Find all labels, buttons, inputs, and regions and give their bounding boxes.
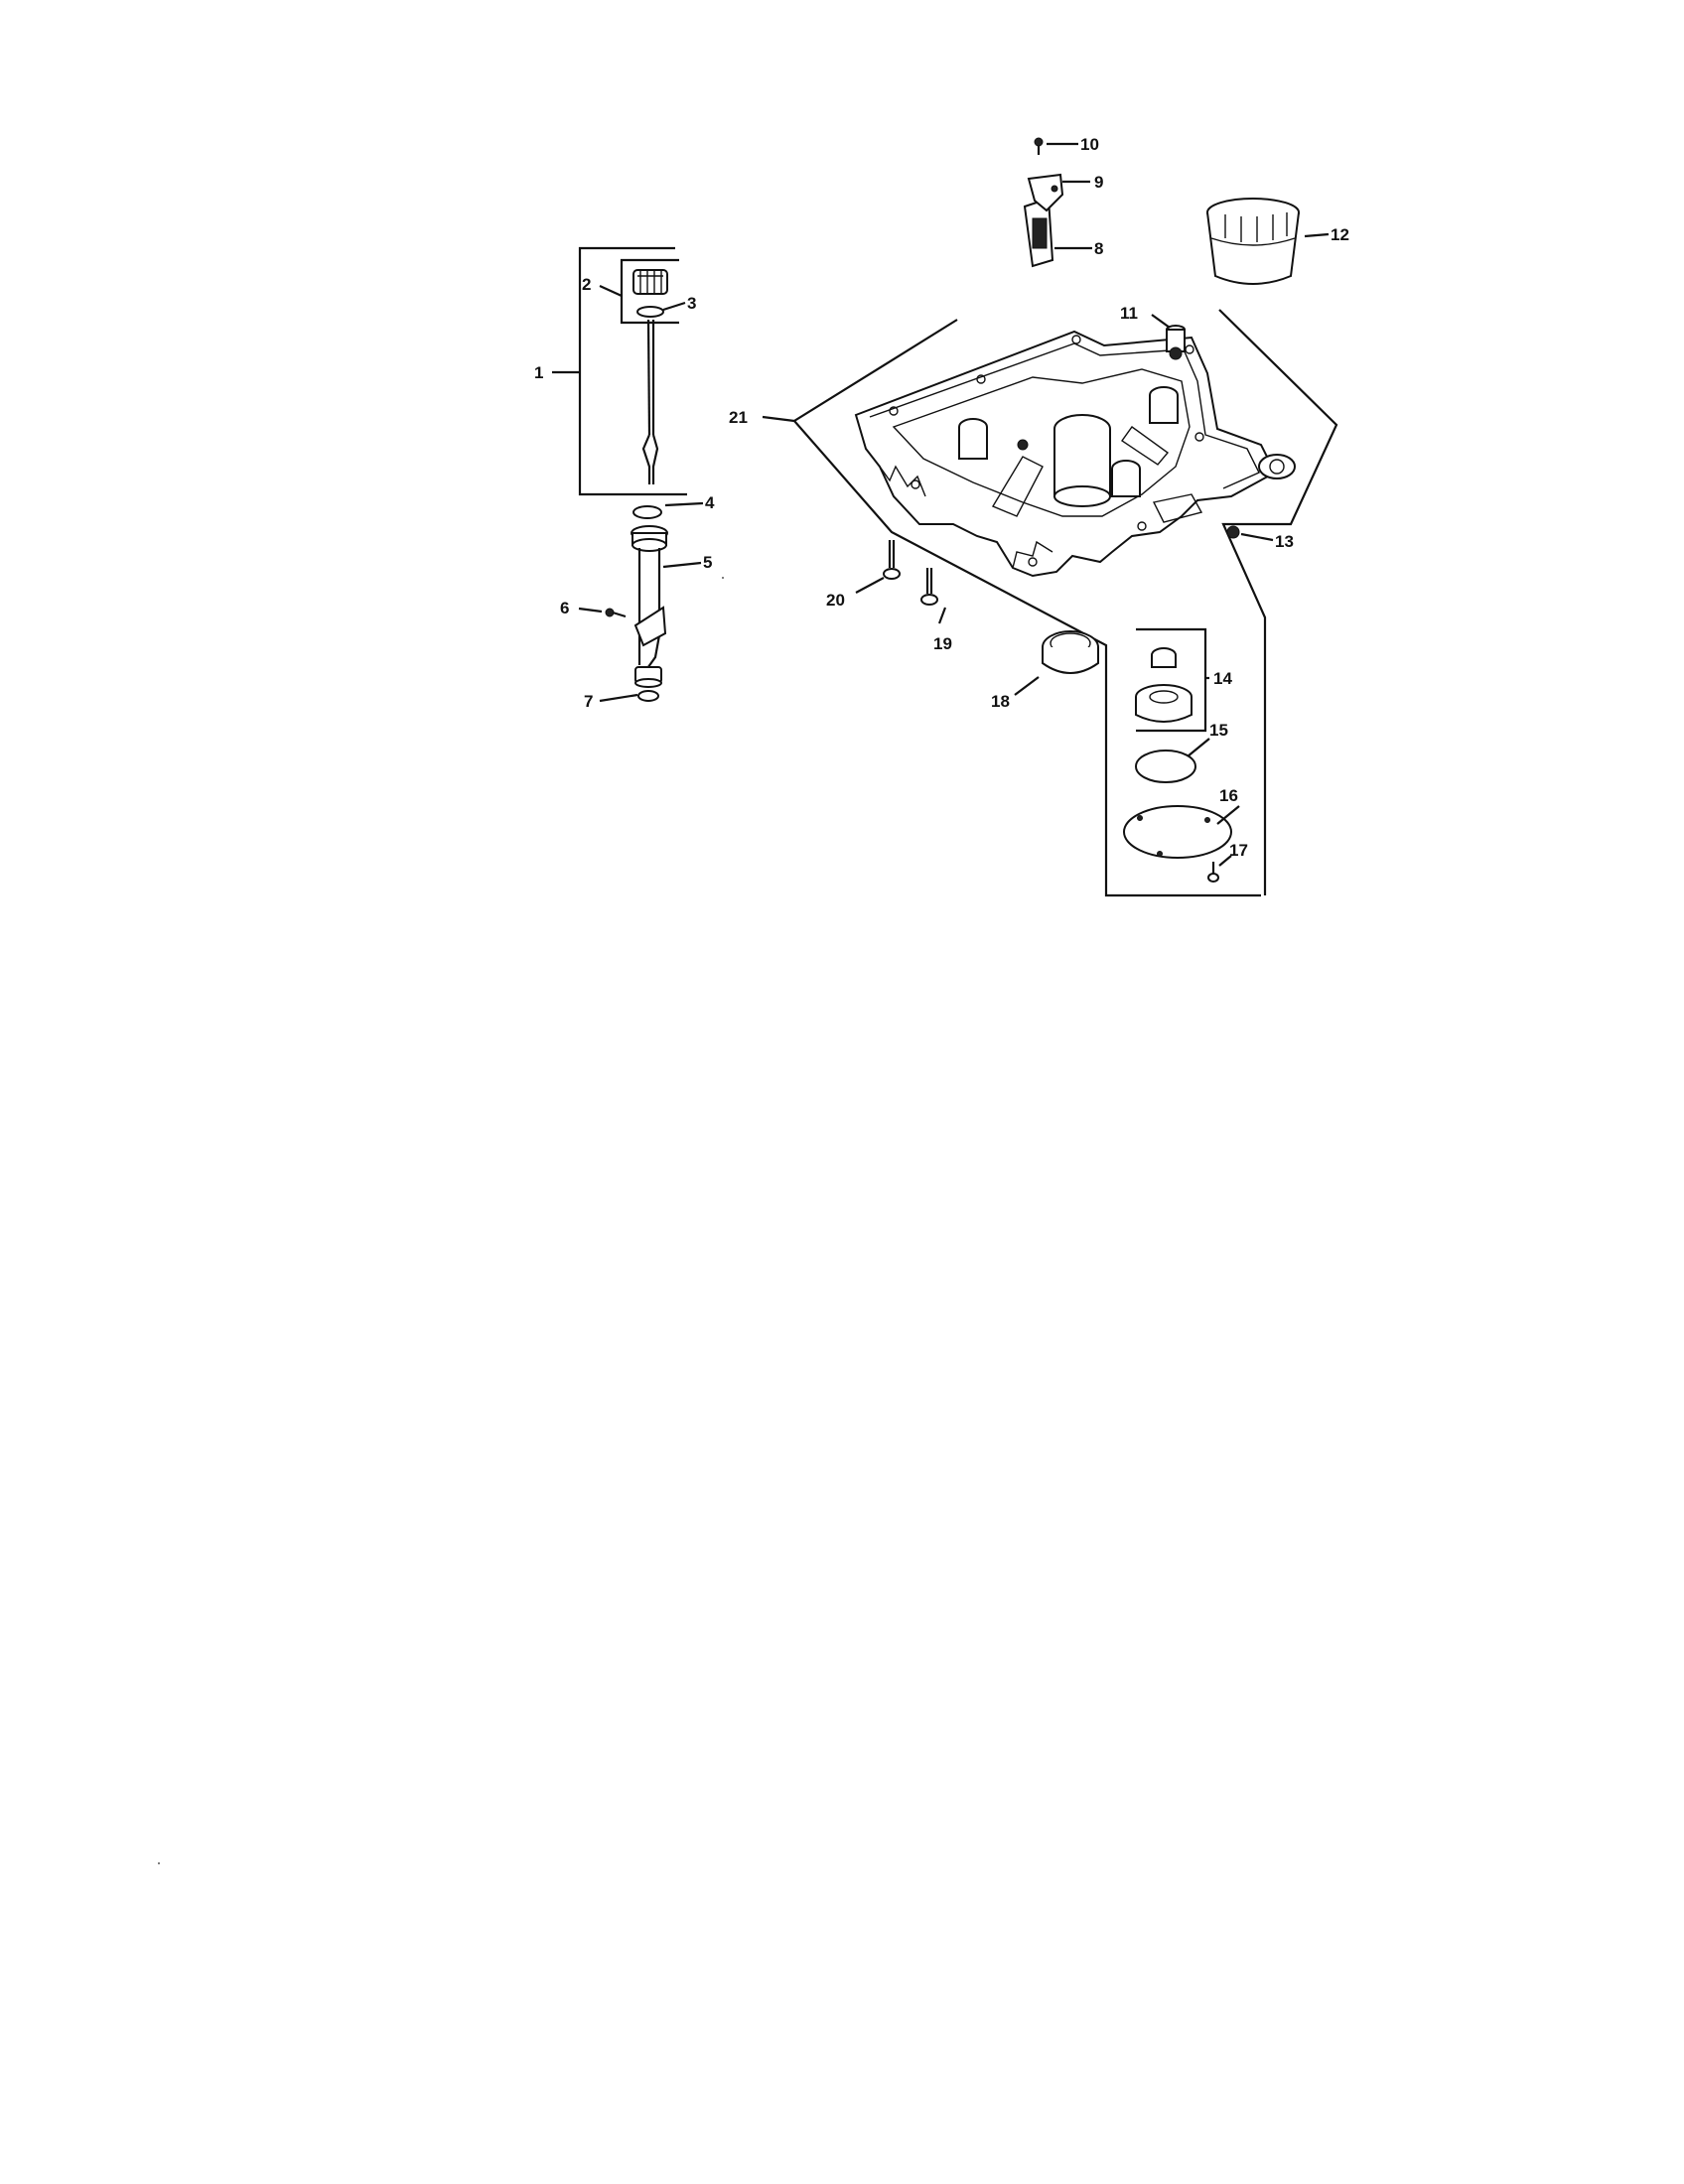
callout-2: 2 (582, 275, 591, 294)
callout-16: 16 (1219, 786, 1238, 805)
callout-18: 18 (991, 692, 1010, 711)
pump-cover-part (1123, 805, 1232, 859)
stray-dot (158, 1862, 160, 1864)
callout-13: 13 (1275, 532, 1294, 551)
callout-labels: 1 2 3 4 5 6 7 8 9 10 11 12 13 14 15 16 1… (534, 135, 1349, 860)
bracket-9-part (1027, 173, 1064, 212)
callout-8: 8 (1094, 239, 1103, 258)
screw-10-part (1034, 137, 1044, 155)
callout-20: 20 (826, 591, 845, 610)
o-ring-3-part (636, 306, 664, 318)
bracket-2 (620, 258, 679, 325)
callout-10: 10 (1080, 135, 1099, 154)
o-ring-4-part (632, 505, 662, 519)
callout-9: 9 (1094, 173, 1103, 192)
callout-21: 21 (729, 408, 748, 427)
callout-14: 14 (1213, 669, 1232, 688)
callout-5: 5 (703, 553, 712, 572)
bracket-21-right (1218, 309, 1338, 895)
callout-17: 17 (1229, 841, 1248, 860)
callout-4: 4 (705, 493, 715, 512)
bolt-19-part (920, 568, 938, 606)
oil-pan-assembly-group (792, 309, 1338, 897)
plug-13-part (1226, 525, 1240, 539)
dipstick-cap-part (632, 269, 668, 295)
callout-6: 6 (560, 599, 569, 617)
callout-1: 1 (534, 363, 543, 382)
oil-filter-part (1206, 198, 1300, 285)
callout-7: 7 (584, 692, 593, 711)
dipstick-blade-part (641, 319, 659, 484)
fitting-11-part (1166, 325, 1186, 360)
callout-3: 3 (687, 294, 696, 313)
o-ring-7-part (637, 690, 659, 702)
stray-dot-2 (722, 577, 724, 579)
screw-6-part (605, 608, 627, 618)
oil-seal-part (1042, 630, 1099, 674)
callout-12: 12 (1331, 225, 1349, 244)
bracket-14 (1136, 627, 1207, 733)
bolt-20-part (883, 540, 901, 580)
dipstick-tube-part (631, 525, 668, 688)
oil-pump-rotor-part (1135, 647, 1193, 723)
oil-pan-part (854, 330, 1296, 578)
screw-17-part (1207, 862, 1219, 883)
dipstick-assembly-group (578, 246, 687, 702)
callout-15: 15 (1209, 721, 1228, 740)
callout-11: 11 (1120, 304, 1138, 323)
leader-lines (552, 142, 1330, 867)
bracket-21 (792, 319, 1261, 897)
callout-19: 19 (933, 634, 952, 653)
o-ring-15-part (1135, 750, 1196, 783)
